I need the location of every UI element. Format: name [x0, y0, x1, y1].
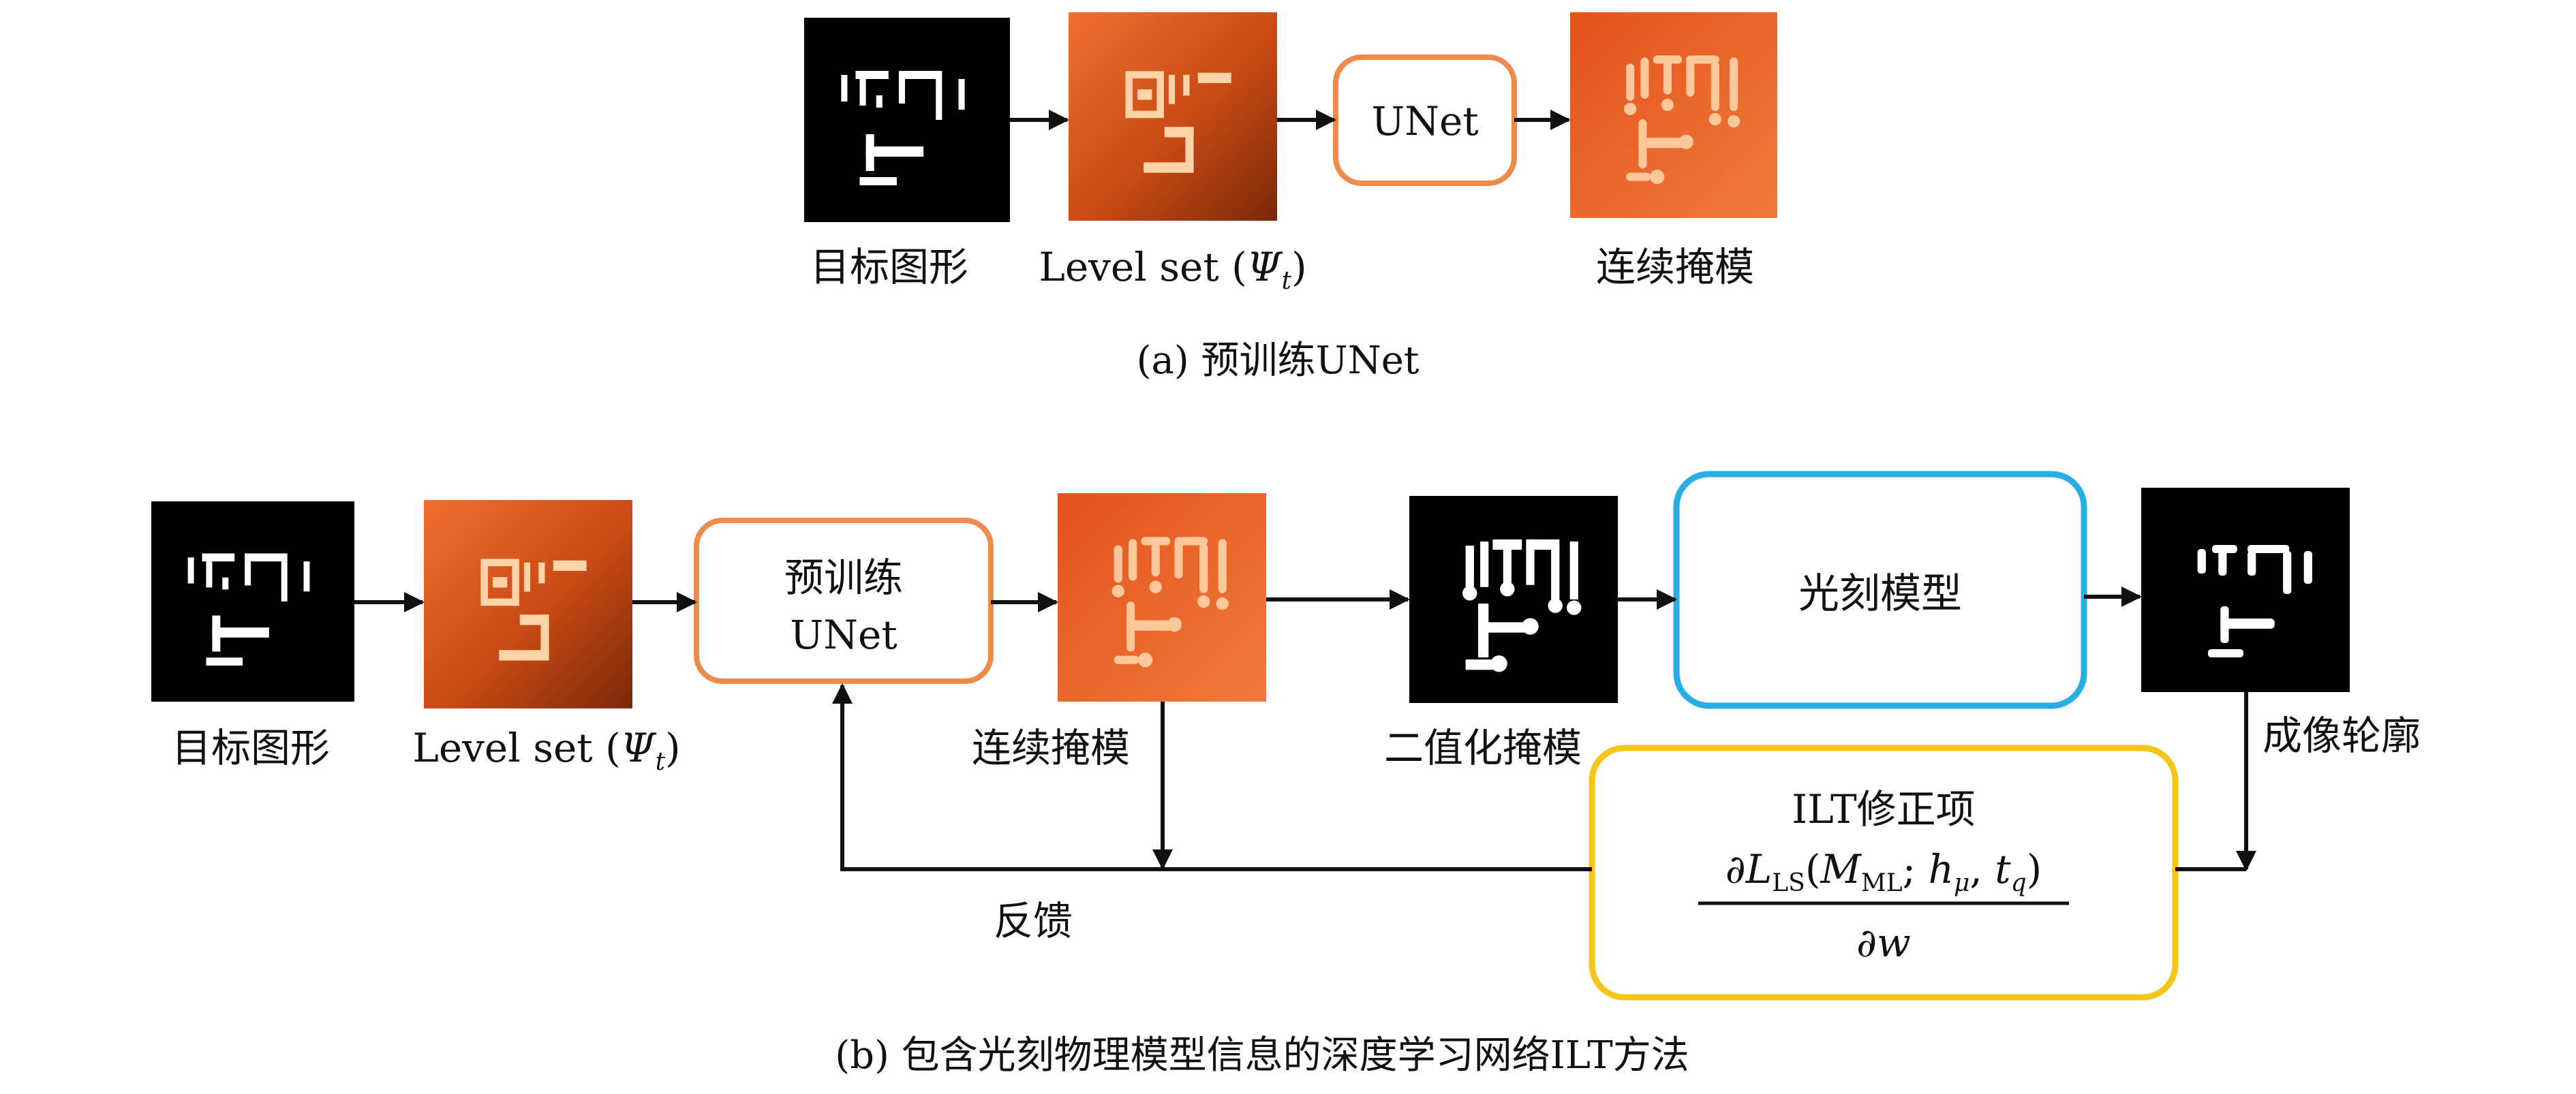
b-feedback-label: 反馈	[994, 898, 1073, 944]
a-caption: (a) 预训练UNet	[1137, 339, 1420, 383]
b-feedback-path	[832, 683, 1592, 871]
b-target-image	[151, 501, 354, 702]
a-target-label: 目标图形	[810, 244, 968, 290]
b-binary-image	[1409, 496, 1618, 703]
b-ilt-title: ILT修正项	[1792, 786, 1975, 832]
part-a: UNet 目标图形 Level set (Ψt) 连续掩模 (a) 预训练UNe…	[804, 12, 1777, 383]
b-litho-label: 光刻模型	[1798, 570, 1962, 618]
b-levelset-label: Level set (Ψt)	[412, 725, 680, 776]
b-contour-label: 成像轮廓	[2263, 713, 2421, 759]
part-b: 预训练 UNet 光刻模型 ILT修正项 ∂LLS(MML; hμ, tq) ∂…	[151, 474, 2421, 1078]
b-caption: (b) 包含光刻物理模型信息的深度学习网络ILT方法	[835, 1033, 1689, 1078]
b-binary-label: 二值化掩模	[1384, 725, 1582, 771]
b-levelset-image	[424, 500, 632, 708]
b-contour-image	[2141, 488, 2350, 692]
a-unet-label: UNet	[1371, 98, 1478, 144]
a-target-image	[804, 18, 1010, 222]
a-levelset-label: Level set (Ψt)	[1039, 244, 1306, 295]
b-unet-line2: UNet	[790, 612, 897, 658]
a-levelset-image	[1069, 12, 1277, 221]
b-ilt-box	[1589, 745, 2179, 1001]
b-mask-label: 连续掩模	[972, 725, 1130, 771]
b-unet-line1: 预训练	[784, 554, 903, 601]
a-mask-label: 连续掩模	[1596, 244, 1754, 290]
a-mask-image	[1570, 12, 1777, 218]
b-target-label: 目标图形	[172, 725, 330, 771]
b-ilt-denominator: ∂w	[1856, 920, 1911, 966]
b-mask-image	[1058, 493, 1266, 702]
